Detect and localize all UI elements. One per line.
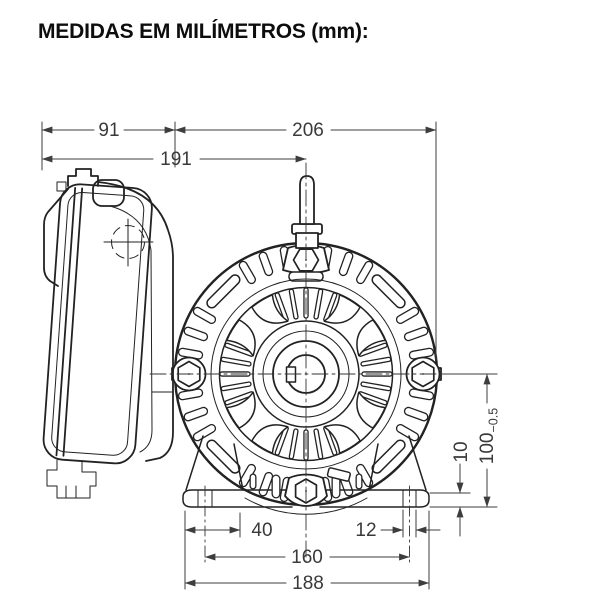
terminal-box — [42, 168, 174, 499]
dimension-box-width: 91 — [41, 120, 176, 141]
cover-seam-lines — [55, 187, 84, 457]
dimension-label-91: 91 — [98, 120, 119, 141]
fan-blades — [226, 294, 386, 454]
eyebolt-assembly — [282, 175, 330, 282]
dimension-foot-thickness: 10 — [451, 441, 472, 537]
box-top-cap — [67, 168, 99, 187]
shaft-height-value: 100 — [477, 432, 498, 464]
dimension-slot-spacing: 160 — [204, 547, 410, 568]
cover-inner-line — [51, 191, 145, 456]
center-mark-cross — [103, 218, 154, 267]
motor-fin-ring — [173, 241, 439, 515]
right-foot-slot — [402, 489, 417, 508]
shaft-keyway — [285, 366, 297, 383]
box-top-step — [56, 181, 67, 192]
cover-center-mark — [103, 218, 154, 267]
centerlines — [149, 162, 498, 563]
right-foot-pad — [319, 489, 430, 508]
dimension-label-206: 206 — [292, 120, 324, 141]
eyebolt-neck — [295, 232, 319, 249]
dimension-label-191: 191 — [160, 149, 192, 170]
dimension-label-12: 12 — [355, 520, 376, 541]
left-foot-gusset — [185, 435, 244, 491]
terminal-box-outer-curve — [97, 181, 174, 462]
bottom-scallop-tabs — [249, 473, 363, 499]
dimension-frame-width: 206 — [174, 120, 437, 141]
box-bottom-bracket — [46, 459, 97, 499]
left-foot-slot — [197, 489, 213, 508]
bottom-plate — [326, 467, 351, 482]
dimension-label-40: 40 — [251, 520, 272, 541]
rim-fins — [177, 245, 435, 503]
page-title: MEDIDAS EM MILÍMETROS (mm): — [38, 20, 369, 43]
right-foot-gusset — [368, 435, 427, 491]
dimension-label-188: 188 — [292, 573, 324, 594]
dimension-shaft-height: 100−0.5 — [477, 373, 501, 508]
dimension-slot-width: 12 — [355, 520, 441, 541]
box-top-boss — [92, 179, 125, 207]
shaft-height-tolerance: −0.5 — [487, 408, 501, 433]
left-foot-pad — [182, 489, 293, 508]
cover-outline — [42, 183, 153, 465]
dimension-label-100: 100−0.5 — [477, 408, 501, 464]
dimension-box-to-center: 191 — [41, 149, 307, 170]
terminal-box-cover — [42, 183, 153, 465]
dimension-label-160: 160 — [291, 547, 323, 568]
eyebolt-shank — [299, 175, 315, 225]
terminal-box-inner-curve — [109, 205, 153, 453]
bottom-extension-lines — [184, 509, 430, 590]
rim-diagonal-slots — [206, 274, 406, 474]
dimension-feet-overall: 188 — [184, 573, 430, 594]
radial-cooling-fins — [219, 287, 393, 461]
terminal-box-left-edge — [43, 188, 69, 287]
dimensions: 91 206 191 40 12 — [41, 120, 501, 594]
dimension-foot-slot-offset: 40 — [184, 520, 273, 541]
dimension-label-10: 10 — [451, 441, 472, 462]
mounting-feet — [182, 435, 430, 508]
